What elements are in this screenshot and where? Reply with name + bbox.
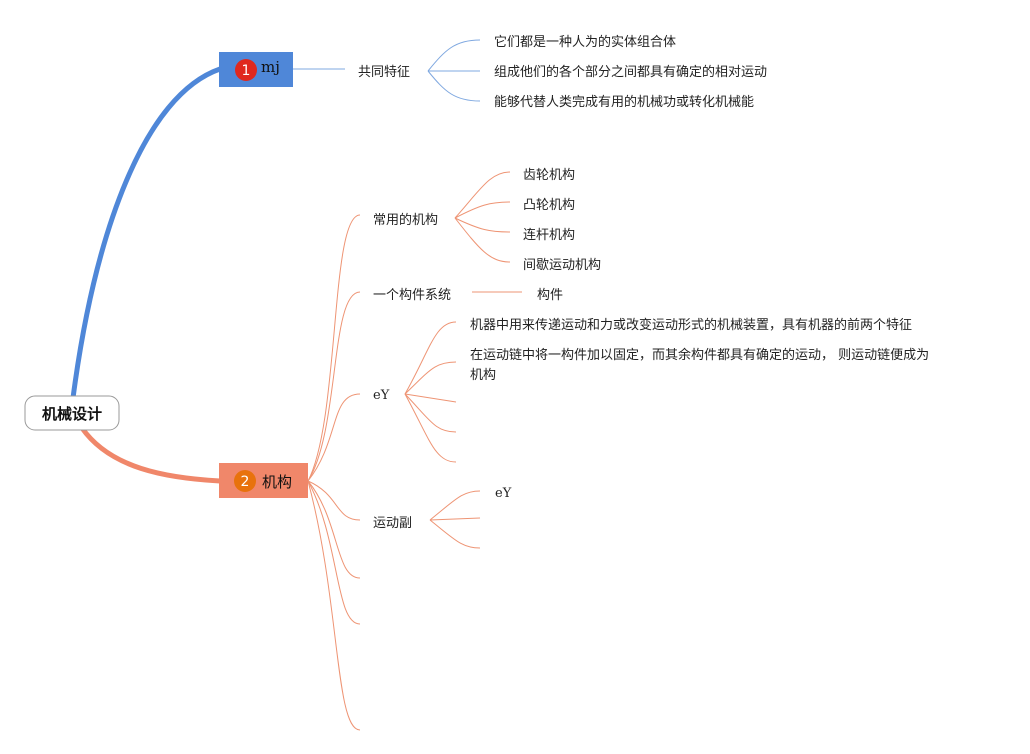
topic-feature-3[interactable]: 能够代替人类完成有用的机械功或转化机械能 — [494, 94, 754, 110]
topic-intermittent-mechanism[interactable]: 间歇运动机构 — [523, 258, 601, 273]
topic-common-features[interactable]: 共同特征 — [358, 65, 410, 80]
branch1-connector — [70, 66, 223, 401]
topic-cam-mechanism[interactable]: 凸轮机构 — [523, 198, 575, 213]
branch2-connector — [79, 425, 223, 484]
badge-1-icon — [235, 59, 257, 81]
topic-component[interactable]: 构件 — [537, 288, 563, 303]
topic-ey-definition-2-line1[interactable]: 在运动链中将一构件加以固定，而其余构件都具有确定的运动， 则运动链便成为 — [470, 347, 929, 363]
topic-component-system[interactable]: 一个构件系统 — [373, 288, 451, 303]
topic-ey-definition-2-line2[interactable]: 机构 — [470, 368, 496, 383]
topic-ey-definition-1[interactable]: 机器中用来传递运动和力或改变运动形式的机械装置，具有机器的前两个特征 — [470, 317, 912, 333]
badge-1-number: 1 — [242, 63, 251, 79]
root-label: 机械设计 — [42, 405, 102, 423]
topic-common-mechanisms[interactable]: 常用的机构 — [373, 212, 438, 228]
topic-kinematic-pair[interactable]: 运动副 — [373, 516, 412, 531]
root-node[interactable]: 机械设计 — [24, 395, 120, 431]
topic-gear-mechanism[interactable]: 齿轮机构 — [523, 168, 575, 183]
badge-2-icon — [234, 470, 256, 492]
branch2-node[interactable]: 2 机构 — [219, 463, 308, 498]
topic-ey[interactable]: eY — [373, 388, 390, 403]
topic-feature-1[interactable]: 它们都是一种人为的实体组合体 — [494, 34, 676, 50]
topic-linkage-mechanism[interactable]: 连杆机构 — [523, 227, 575, 243]
topic-pair-ey[interactable]: eY — [495, 486, 512, 501]
branch1-lines — [293, 39, 481, 102]
branch1-label: mj — [261, 58, 280, 76]
topic-feature-2[interactable]: 组成他们的各个部分之间都具有确定的相对运动 — [494, 64, 767, 80]
badge-2-number: 2 — [241, 474, 250, 490]
branch1-node[interactable]: 1 mj — [219, 52, 293, 87]
branch2-lines — [307, 171, 522, 731]
branch2-label: 机构 — [262, 473, 292, 491]
